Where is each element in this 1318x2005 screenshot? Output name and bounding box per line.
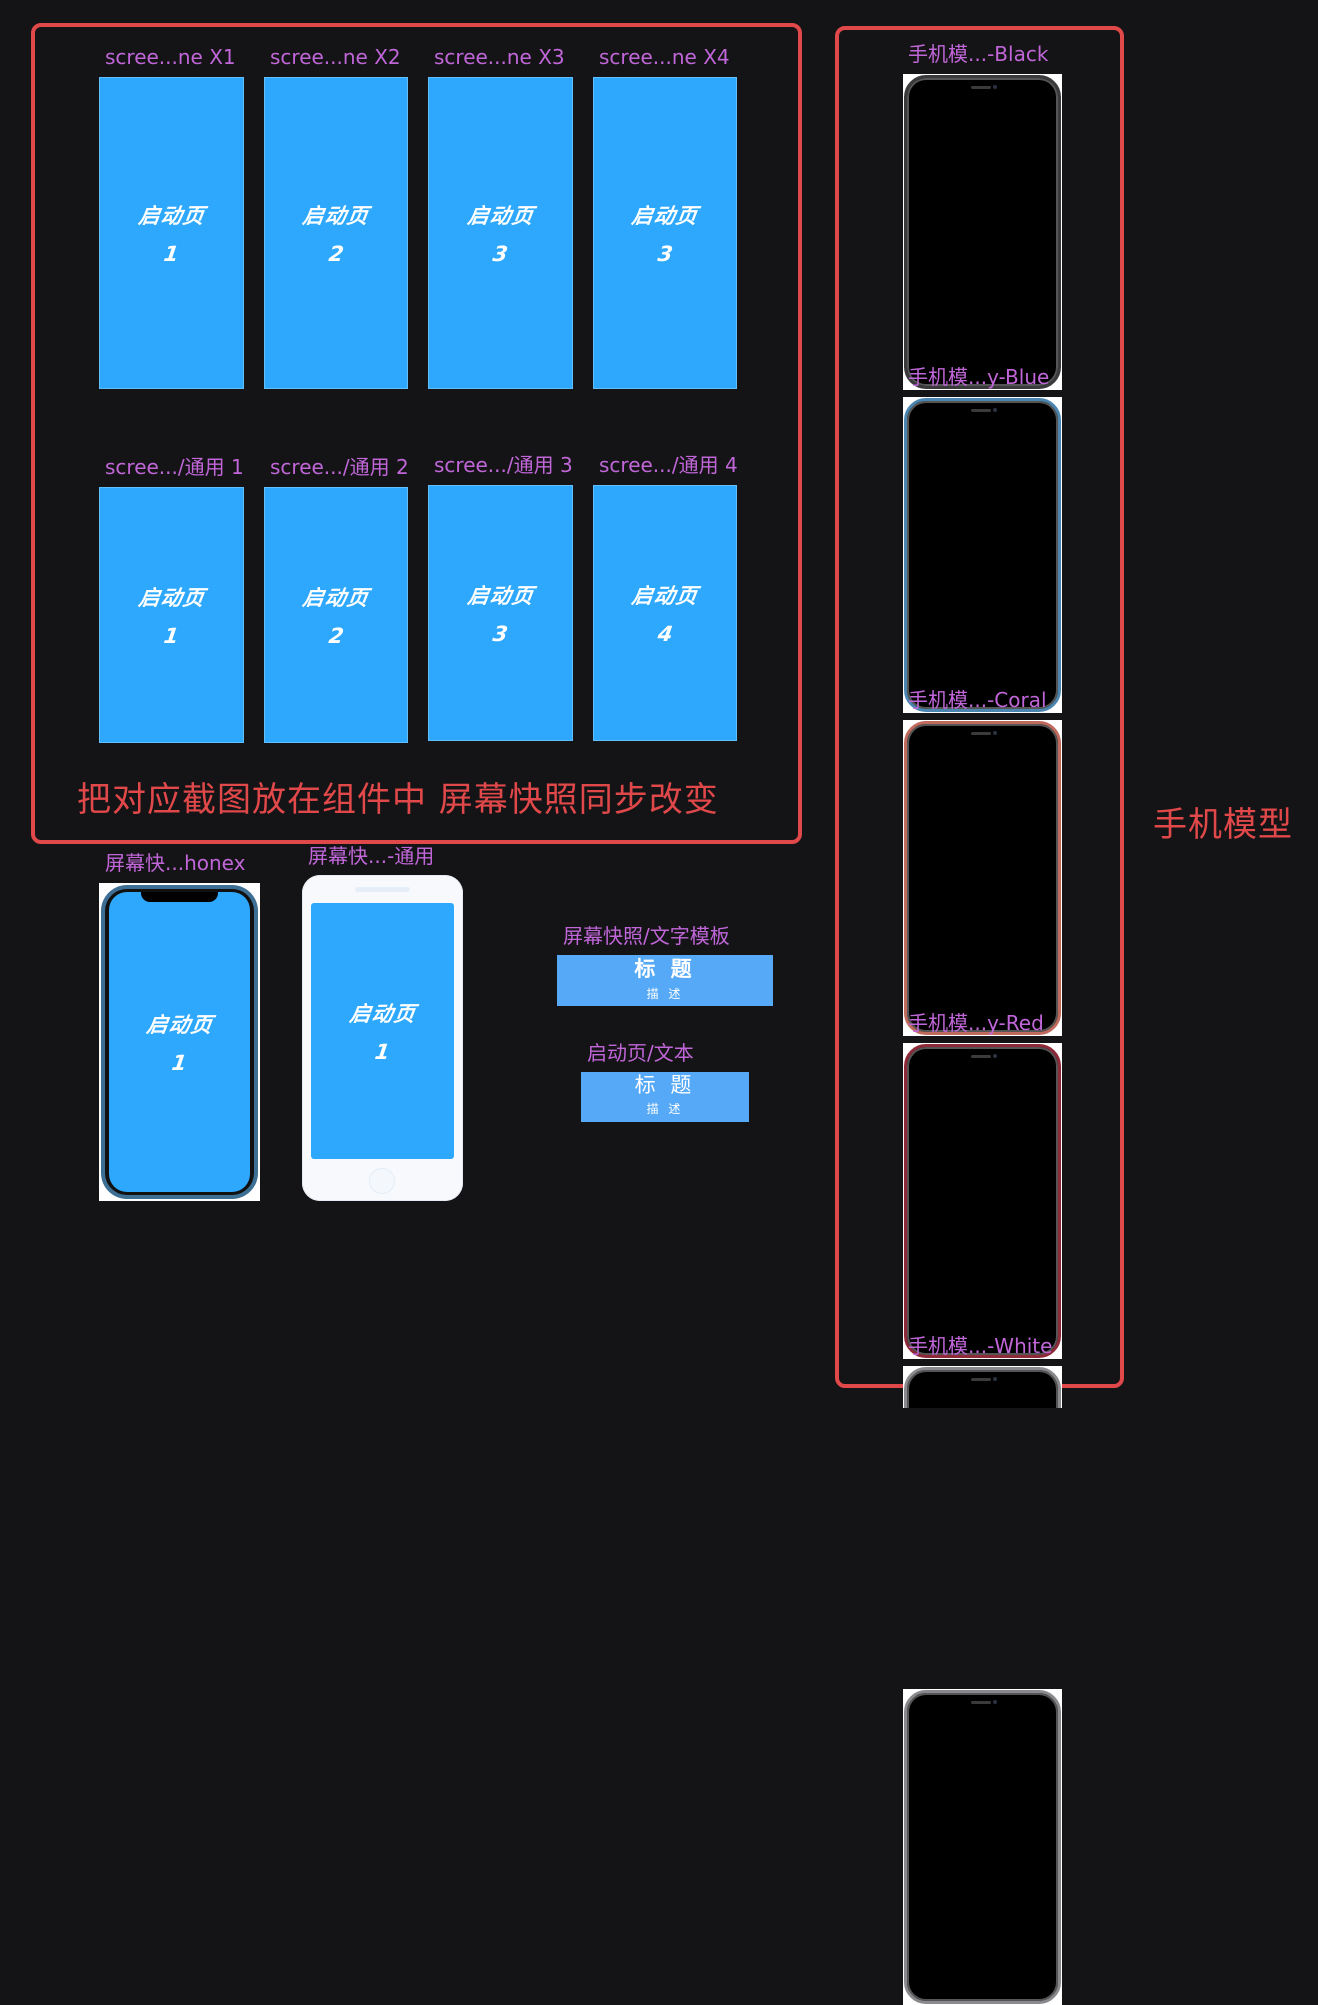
splash-screen-generic-4[interactable]: 启动页 4 [593, 485, 737, 741]
template-title: 标 题 [634, 1073, 696, 1097]
component-label-generic-3[interactable]: scree.../通用 3 [434, 453, 573, 477]
phone-model-label[interactable]: 手机模...-White [908, 1334, 1053, 1358]
splash-number: 1 [162, 624, 181, 648]
speaker-icon [970, 732, 991, 735]
phone-model-label[interactable]: 手机模...y-Blue [908, 365, 1050, 389]
splash-title: 启动页 [301, 204, 371, 228]
component-label-x3[interactable]: scree...ne X3 [434, 45, 565, 69]
phone-model-partial[interactable] [903, 1689, 1062, 2005]
camera-icon [992, 731, 997, 735]
splash-screen-x3[interactable]: 启动页 3 [428, 77, 573, 389]
phone-model-coral[interactable] [903, 720, 1062, 1036]
template-title: 标 题 [634, 957, 696, 981]
phone-screen: 启动页 1 [311, 903, 454, 1159]
splash-title: 启动页 [301, 586, 371, 610]
component-label-x2[interactable]: scree...ne X2 [270, 45, 401, 69]
snapshot-text-template[interactable]: 标 题 描 述 [557, 955, 773, 1006]
splash-title: 启动页 [630, 204, 700, 228]
phone-model-black[interactable] [903, 74, 1062, 390]
snapshot-label-generic[interactable]: 屏幕快...-通用 [308, 844, 435, 868]
phone-model-label[interactable]: 手机模...y-Red [908, 1011, 1044, 1035]
splash-title: 启动页 [144, 1013, 215, 1037]
splash-title: 启动页 [136, 204, 207, 228]
splash-text-label[interactable]: 启动页/文本 [587, 1041, 694, 1065]
phone-frame [904, 1690, 1061, 2004]
splash-number: 1 [373, 1040, 392, 1064]
splash-screen-generic-2[interactable]: 启动页 2 [264, 487, 408, 743]
component-label-x1[interactable]: scree...ne X1 [105, 45, 236, 69]
phone-model-label[interactable]: 手机模...-Black [908, 42, 1049, 66]
phone-frame [904, 75, 1061, 389]
home-button [369, 1168, 395, 1194]
splash-text-component[interactable]: 标 题 描 述 [581, 1072, 749, 1122]
component-label-generic-1[interactable]: scree.../通用 1 [105, 455, 244, 479]
component-label-generic-4[interactable]: scree.../通用 4 [599, 453, 738, 477]
phone-model-white[interactable] [903, 1366, 1062, 1408]
splash-screen-x2[interactable]: 启动页 2 [264, 77, 408, 389]
speaker-icon [970, 1378, 991, 1381]
speaker-icon [970, 1055, 991, 1058]
speaker-icon [970, 409, 991, 412]
phone-notch [141, 892, 218, 902]
splash-number: 3 [656, 242, 674, 266]
splash-number: 4 [656, 622, 674, 646]
group-annotation-note: 把对应截图放在组件中 屏幕快照同步改变 [77, 780, 719, 820]
speaker-icon [970, 86, 991, 89]
splash-screen-generic-1[interactable]: 启动页 1 [99, 487, 244, 743]
splash-number: 2 [327, 624, 345, 648]
snapshot-generic[interactable]: 启动页 1 [302, 875, 463, 1201]
splash-title: 启动页 [136, 586, 207, 610]
phone-speaker [355, 887, 410, 892]
splash-title: 启动页 [465, 204, 536, 228]
splash-screen-x1[interactable]: 启动页 1 [99, 77, 244, 389]
phone-frame [904, 721, 1061, 1035]
splash-number: 2 [327, 242, 345, 266]
camera-icon [992, 85, 997, 89]
phone-screen: 启动页 1 [109, 892, 250, 1192]
phone-model-label[interactable]: 手机模...-Coral [908, 688, 1047, 712]
splash-screen-generic-3[interactable]: 启动页 3 [428, 485, 573, 741]
phone-frame [904, 1367, 1061, 1408]
template-description: 描 述 [646, 987, 684, 1001]
component-label-x4[interactable]: scree...ne X4 [599, 45, 730, 69]
splash-screen-x4[interactable]: 启动页 3 [593, 77, 737, 389]
speaker-icon [970, 1701, 991, 1704]
camera-icon [992, 1054, 997, 1058]
splash-number: 3 [491, 242, 510, 266]
phone-models-group-title: 手机模型 [1153, 805, 1293, 845]
splash-number: 1 [162, 242, 181, 266]
splash-title: 启动页 [347, 1002, 418, 1026]
phone-frame [904, 1044, 1061, 1358]
phone-model-blue[interactable] [903, 397, 1062, 713]
camera-icon [992, 408, 997, 412]
template-description: 描 述 [646, 1102, 684, 1116]
component-label-generic-2[interactable]: scree.../通用 2 [270, 455, 409, 479]
phone-model-red[interactable] [903, 1043, 1062, 1359]
text-template-label[interactable]: 屏幕快照/文字模板 [563, 924, 730, 948]
splash-title: 启动页 [630, 584, 700, 608]
phone-frame [904, 398, 1061, 712]
screen-component-group-frame [31, 23, 802, 844]
snapshot-label-iphonex[interactable]: 屏幕快...honex [105, 851, 246, 875]
splash-number: 3 [491, 622, 510, 646]
camera-icon [992, 1700, 997, 1704]
splash-title: 启动页 [465, 584, 536, 608]
snapshot-iphonex[interactable]: 启动页 1 [99, 883, 260, 1201]
splash-number: 1 [170, 1051, 189, 1075]
camera-icon [992, 1377, 997, 1381]
